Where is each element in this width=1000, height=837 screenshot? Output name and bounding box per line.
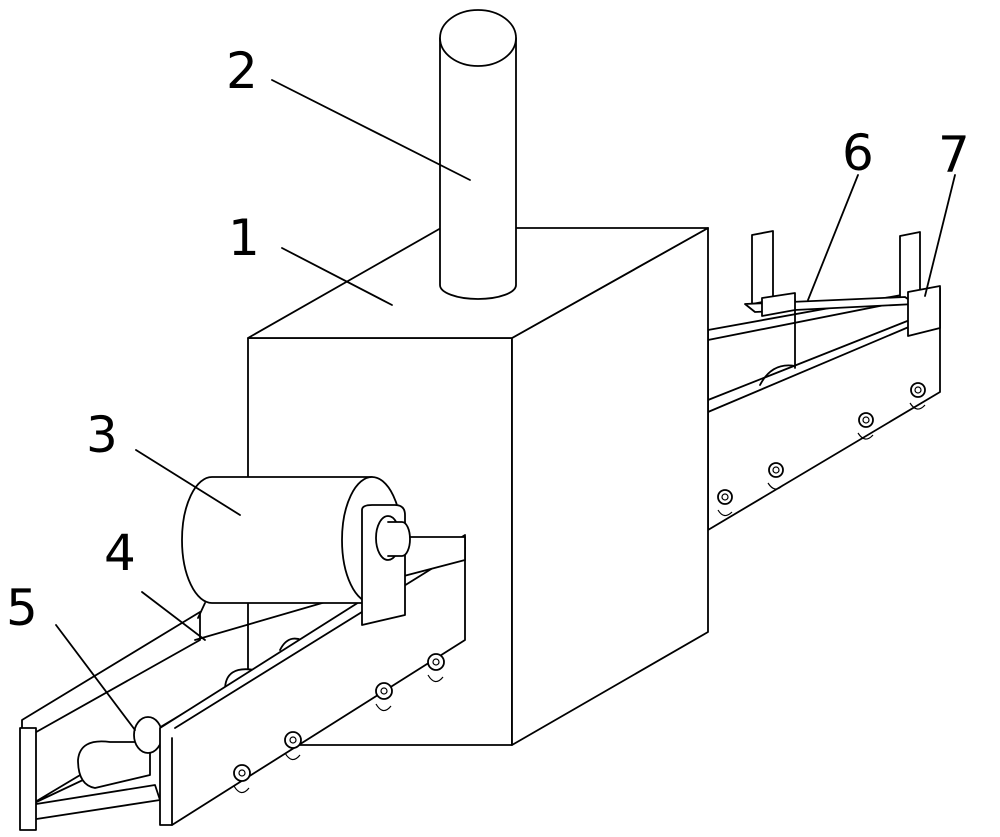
leader-line-4 bbox=[141, 591, 206, 641]
bolt-icon bbox=[717, 489, 733, 505]
label-1: 1 bbox=[228, 209, 260, 267]
leader-line-5 bbox=[55, 624, 136, 731]
bolt-icon bbox=[427, 653, 445, 671]
left-clamp-block bbox=[761, 292, 796, 317]
bolt-wire bbox=[717, 509, 733, 517]
label-2: 2 bbox=[226, 42, 258, 100]
bolt-center-icon bbox=[772, 466, 780, 474]
bolt-center-icon bbox=[432, 658, 440, 666]
bolt-wire bbox=[375, 703, 392, 712]
shaft-end bbox=[387, 521, 411, 557]
label-7: 7 bbox=[938, 126, 970, 184]
rear-conveyor-inner-edge bbox=[707, 311, 931, 401]
bolt-center-icon bbox=[862, 416, 870, 424]
bolt-icon bbox=[768, 462, 784, 478]
bolt-center-icon bbox=[289, 736, 297, 744]
leader-line-6 bbox=[807, 174, 859, 301]
leader-line-2 bbox=[271, 79, 471, 181]
bolt-icon bbox=[233, 764, 251, 782]
pipe-top-opening bbox=[439, 9, 517, 67]
bolt-icon bbox=[858, 412, 874, 428]
bolt-center-icon bbox=[914, 386, 922, 394]
guide-bracket-assembly bbox=[744, 230, 941, 337]
label-3: 3 bbox=[86, 406, 118, 464]
leader-line-1 bbox=[281, 247, 393, 306]
leader-line-3 bbox=[135, 449, 241, 516]
front-conveyor-side-top-edge bbox=[174, 547, 466, 729]
exhaust-pipe bbox=[439, 9, 517, 300]
bolt-wire bbox=[233, 785, 250, 794]
front-conveyor-left-end-plate bbox=[19, 727, 37, 831]
bolt-wire bbox=[909, 402, 926, 410]
pipe-body bbox=[439, 37, 517, 300]
bolt-wire bbox=[857, 432, 874, 440]
part-labels: 2 1 3 4 5 6 7 bbox=[6, 42, 970, 637]
bolt-icon bbox=[284, 731, 302, 749]
right-end-plate bbox=[907, 285, 941, 337]
belt-roller-end bbox=[77, 740, 151, 789]
front-conveyor-bolts bbox=[233, 653, 445, 794]
bolt-wire bbox=[767, 482, 784, 490]
label-4: 4 bbox=[104, 524, 136, 582]
rear-conveyor-roller bbox=[759, 364, 796, 386]
bolt-wire bbox=[427, 674, 444, 683]
bolt-icon bbox=[910, 382, 926, 398]
label-6: 6 bbox=[842, 124, 874, 182]
rear-conveyor-belt-edge bbox=[707, 317, 931, 413]
bolt-center-icon bbox=[721, 493, 729, 501]
leader-line-7 bbox=[924, 174, 956, 297]
bolt-wire bbox=[284, 752, 301, 761]
front-conveyor-bottom-plate bbox=[29, 784, 161, 821]
leader-lines bbox=[55, 79, 956, 731]
label-5: 5 bbox=[6, 579, 38, 637]
rear-conveyor bbox=[707, 230, 941, 531]
bolt-center-icon bbox=[380, 687, 388, 695]
left-upright-plate bbox=[751, 230, 774, 305]
cylinder-support-leg bbox=[197, 602, 206, 619]
bolt-center-icon bbox=[238, 769, 246, 777]
end-roller-5 bbox=[133, 716, 163, 754]
bolt-icon bbox=[375, 682, 393, 700]
rear-conveyor-bolts bbox=[717, 382, 926, 517]
rear-conveyor-side-plate bbox=[707, 287, 941, 531]
